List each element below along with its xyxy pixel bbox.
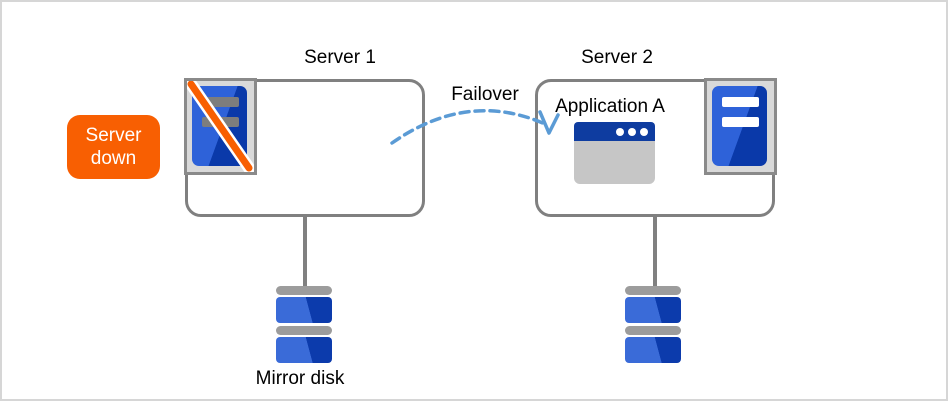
application-titlebar (574, 122, 655, 141)
server-down-badge-line1: Server (85, 125, 142, 146)
server1-disk-connector (303, 215, 307, 289)
disk-cap (625, 326, 681, 335)
application-label: Application A (555, 96, 665, 117)
application-window-body (574, 141, 655, 184)
server-down-icon (184, 78, 257, 175)
mirror-disk-label: Mirror disk (255, 368, 345, 389)
server-down-badge: Server down (67, 115, 160, 179)
server2-label: Server 2 (581, 47, 653, 68)
application-window-icon (574, 122, 655, 184)
disk-unit (276, 286, 332, 323)
disk-body (625, 337, 681, 363)
server2-disk-connector (653, 215, 657, 289)
disk-unit (625, 286, 681, 323)
server-tower-shape (712, 86, 767, 166)
disk-body (625, 297, 681, 323)
window-dot-icon (640, 127, 648, 136)
failover-label: Failover (451, 84, 519, 105)
window-dot-icon (616, 127, 624, 136)
disk-body (276, 337, 332, 363)
server-down-badge-line2: down (90, 148, 137, 169)
window-dot-icon (628, 127, 636, 136)
disk-unit (276, 326, 332, 363)
disk-body (276, 297, 332, 323)
server-slot-bar (722, 97, 759, 107)
server-icon (704, 78, 777, 175)
server1-label: Server 1 (304, 47, 376, 68)
disk-cap (625, 286, 681, 295)
disk-cap (276, 326, 332, 335)
disk-cap (276, 286, 332, 295)
mirror-disk-icon (625, 286, 681, 363)
down-stripe-icon (187, 81, 254, 172)
disk-unit (625, 326, 681, 363)
server-slot-bar (722, 117, 759, 127)
mirror-disk-icon (276, 286, 332, 363)
server-slot-bar (202, 97, 239, 107)
